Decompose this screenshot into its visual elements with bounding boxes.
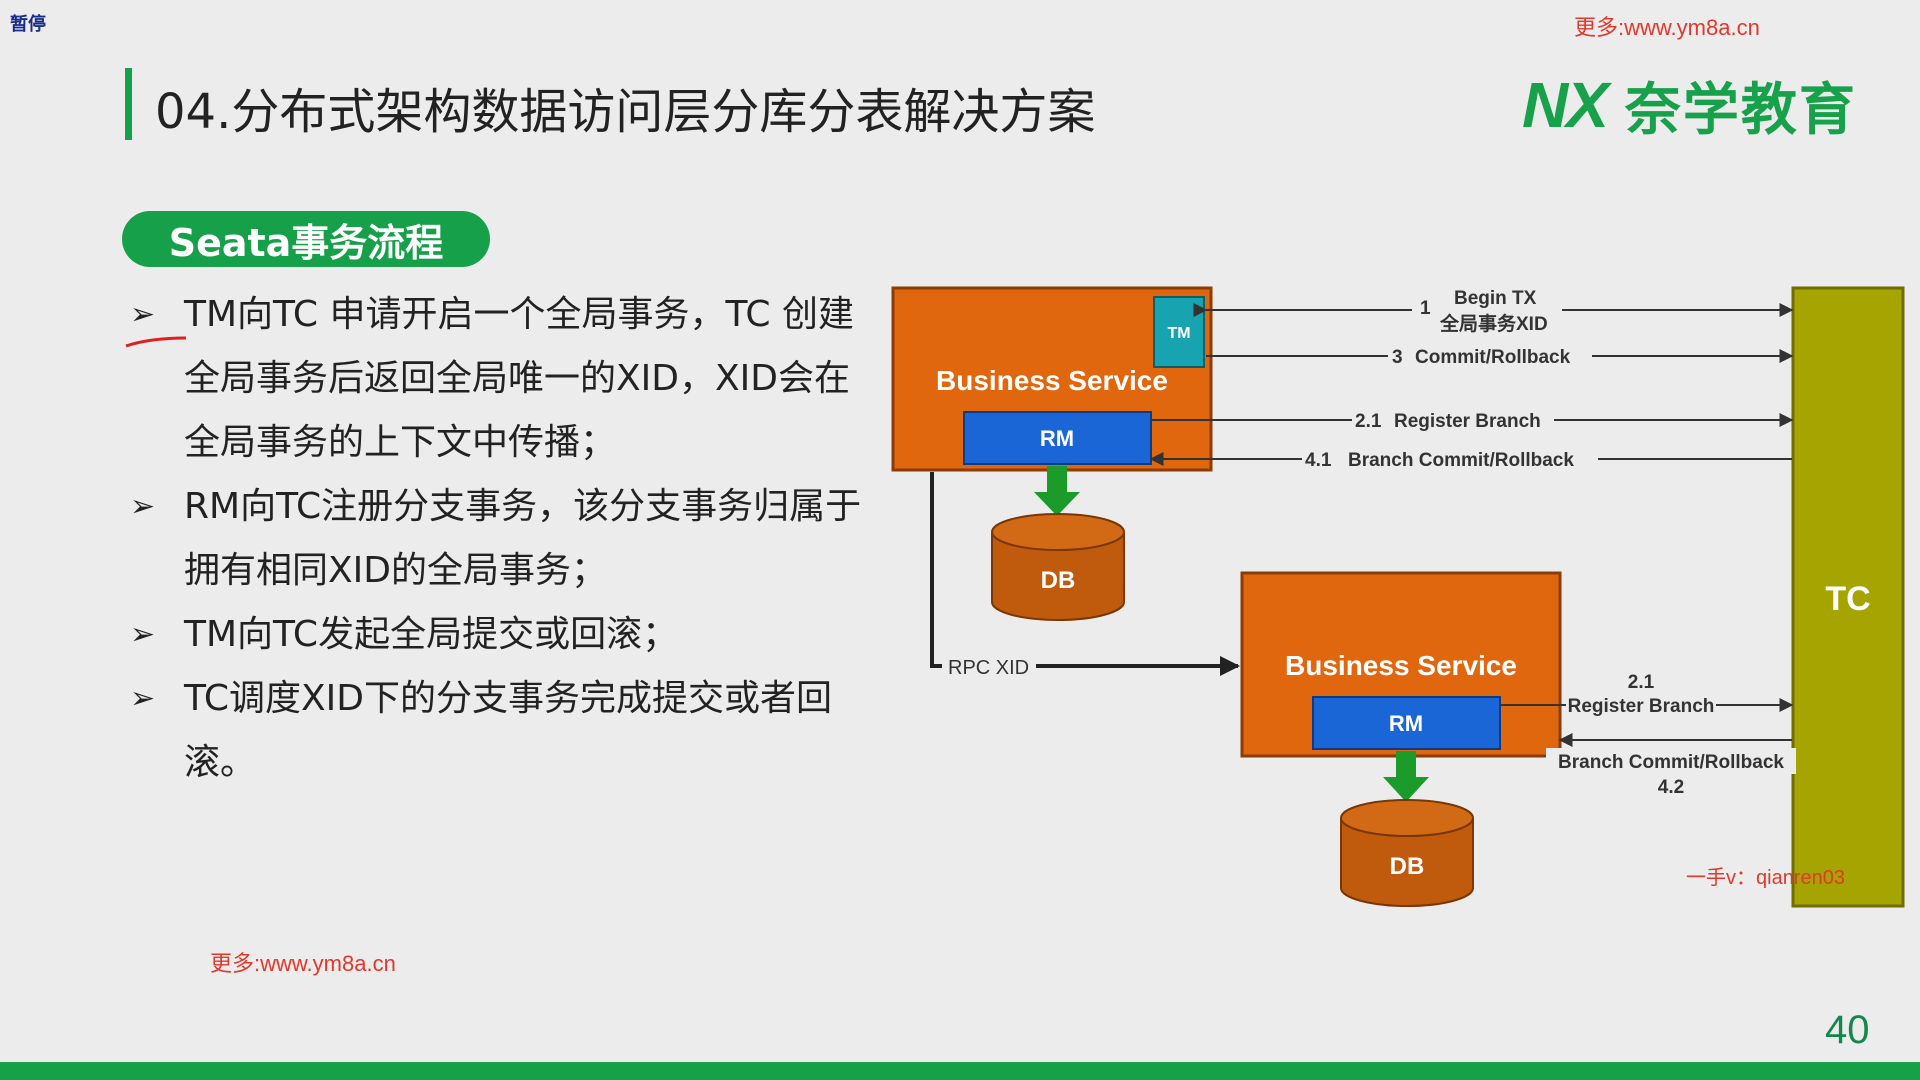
begin-tx-sublabel: 全局事务XID — [1439, 312, 1548, 335]
arrow-bullet-icon: ➢ — [130, 617, 156, 652]
rpc-label-bg — [942, 652, 1036, 680]
down-arrow-2 — [1383, 751, 1429, 802]
bullet-text: RM向TC注册分支事务，该分支事务归属于拥有相同XID的全局事务； — [184, 486, 862, 591]
branch-commit-2-num: 4.2 — [1658, 777, 1684, 798]
business-service-2-label: Business Service — [1285, 650, 1517, 681]
rpc-label: RPC XID — [948, 657, 1029, 679]
db-cylinder-1 — [991, 532, 1125, 621]
watermark-contact: 一手v：qianren03 — [1686, 866, 1845, 889]
bullet-item: ➢ TM向TC 申请开启一个全局事务，TC 创建全局事务后返回全局唯一的XID，X… — [130, 283, 870, 475]
logo-mark: NX — [1522, 69, 1609, 141]
rm-box-2 — [1312, 696, 1501, 750]
bullet-text: TM向TC 申请开启一个全局事务，TC 创建全局事务后返回全局唯一的XID，XI… — [184, 294, 854, 463]
brand-logo: NX 奈学教育 — [1522, 69, 1857, 143]
register-branch-2-num: 2.1 — [1628, 672, 1655, 693]
branch-commit-1-num: 4.1 — [1305, 450, 1332, 471]
arrow-bullet-icon: ➢ — [130, 489, 156, 524]
begin-tx-label: Begin TX — [1454, 288, 1537, 309]
logo-text: 奈学教育 — [1624, 77, 1857, 143]
rm-box-1 — [963, 411, 1152, 465]
tc-label: TC — [1825, 580, 1870, 618]
section-pill: Seata事务流程 — [122, 211, 490, 267]
watermark-top: 更多:www.ym8a.cn — [1574, 15, 1760, 40]
bullet-item: ➢ TC调度XID下的分支事务完成提交或者回滚。 — [130, 667, 870, 795]
tc-column — [1791, 286, 1905, 908]
watermark-bottom: 更多:www.ym8a.cn — [210, 951, 396, 976]
bullet-text: TC调度XID下的分支事务完成提交或者回滚。 — [184, 678, 833, 783]
down-arrow-1 — [1034, 466, 1080, 516]
branch-commit-2-label: Branch Commit/Rollback — [1558, 752, 1784, 773]
register-branch-2-label: Register Branch — [1568, 696, 1715, 717]
business-service-1-label: Business Service — [936, 365, 1168, 396]
db-label-1: DB — [1041, 567, 1076, 594]
db-label-2: DB — [1390, 853, 1425, 880]
arrow-bullet-icon: ➢ — [130, 297, 156, 332]
bullet-item: ➢ TM向TC发起全局提交或回滚； — [130, 603, 870, 667]
pause-indicator[interactable]: 暂停 — [10, 14, 46, 35]
begin-tx-num: 1 — [1420, 298, 1431, 319]
commit-label: Commit/Rollback — [1415, 347, 1571, 368]
db-top-2 — [1340, 799, 1474, 837]
page-number: 40 — [1825, 1008, 1870, 1052]
bullet-list: ➢ TM向TC 申请开启一个全局事务，TC 创建全局事务后返回全局唯一的XID，X… — [130, 283, 870, 795]
register-branch-1-label: Register Branch — [1394, 411, 1541, 432]
db-cylinder-2 — [1340, 818, 1474, 907]
bullet-item: ➢ RM向TC注册分支事务，该分支事务归属于拥有相同XID的全局事务； — [130, 475, 870, 603]
branch-commit-1-label: Branch Commit/Rollback — [1348, 450, 1574, 471]
arrow-bullet-icon: ➢ — [130, 681, 156, 716]
db-top-1 — [991, 513, 1125, 551]
register-branch-1-num: 2.1 — [1355, 411, 1382, 432]
commit-num: 3 — [1392, 347, 1403, 368]
page-title: 04.分布式架构数据访问层分库分表解决方案 — [155, 84, 1096, 140]
rpc-line — [930, 472, 1240, 676]
rm-label-2: RM — [1389, 711, 1423, 736]
rm-label-1: RM — [1040, 426, 1074, 451]
footer-band — [0, 1062, 1920, 1080]
title-accent-bar — [125, 68, 132, 140]
bullet-text: TM向TC发起全局提交或回滚； — [184, 614, 679, 655]
tm-label: TM — [1167, 325, 1190, 342]
